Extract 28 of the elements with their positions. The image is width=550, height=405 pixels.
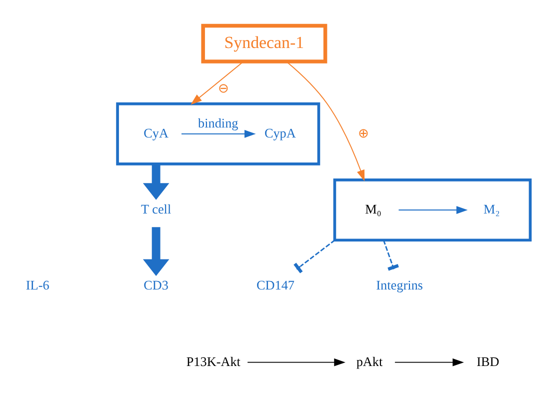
edge-label: ⊖ [218, 80, 229, 96]
node-text: M₂ [484, 202, 500, 216]
node-box: Syndecan-1 [201, 24, 328, 64]
connector [294, 240, 336, 274]
arrow [142, 227, 170, 276]
node-text: pAkt [356, 354, 383, 369]
node-text: CypA [264, 125, 296, 140]
arrow [181, 130, 256, 138]
cluster [333, 178, 532, 242]
arrow [190, 61, 244, 105]
arrow [286, 61, 365, 182]
arrow [247, 358, 346, 366]
node-text: CD3 [144, 278, 169, 293]
edge-label: ⊕ [358, 125, 369, 140]
node-text: M₀ [365, 202, 382, 216]
connector [382, 240, 399, 271]
arrow [142, 164, 170, 200]
node-text: IBD [476, 354, 500, 369]
node-text: IL-6 [26, 278, 50, 293]
arrow [394, 358, 464, 366]
cluster [116, 102, 320, 166]
node-text: CyA [144, 125, 169, 140]
edge-label: binding [198, 115, 238, 130]
node-text: T cell [141, 202, 172, 216]
node-text: CD147 [256, 278, 294, 293]
node-text: Integrins [376, 278, 423, 293]
node-text: P13K-Akt [186, 354, 240, 369]
arrow [398, 206, 468, 214]
